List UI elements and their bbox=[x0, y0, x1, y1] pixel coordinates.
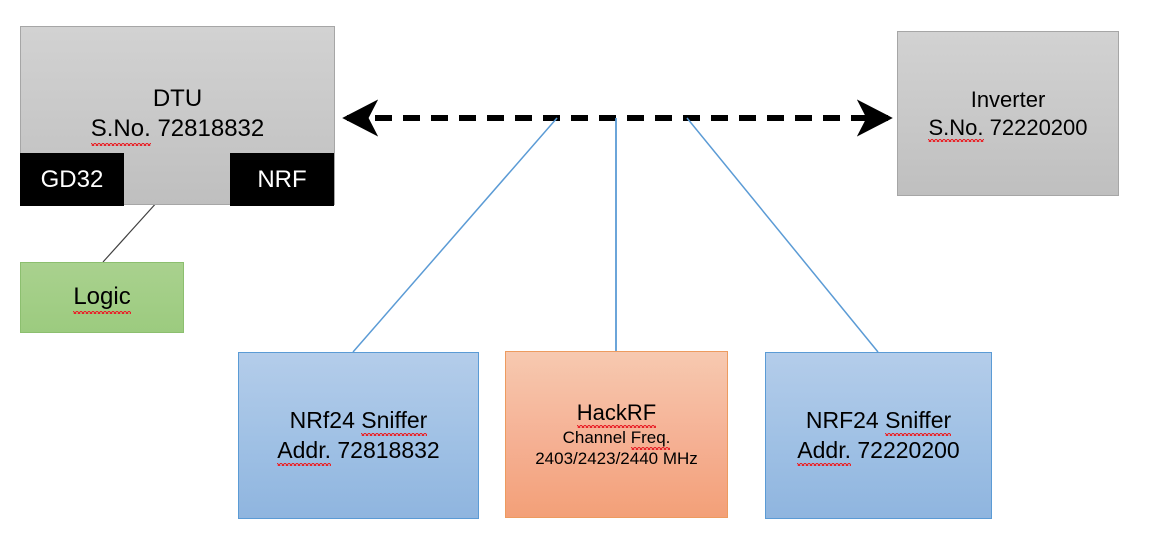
dtu-title: DTU bbox=[152, 85, 203, 112]
dtu-serial-label: S.No. bbox=[90, 115, 151, 146]
hackrf-channel-word: Freq. bbox=[630, 427, 671, 451]
sniffer-left-addr-value: 72818832 bbox=[330, 437, 440, 463]
sniffer-right-addr: Addr. 72220200 bbox=[797, 437, 960, 467]
hackrf-channel-prefix: Channel bbox=[562, 427, 631, 447]
tap-line-sniffer-right bbox=[686, 117, 879, 353]
sniffer-left-title-word: Sniffer bbox=[361, 406, 428, 437]
sniffer-left-addr: Addr. 72818832 bbox=[277, 437, 440, 467]
sniffer-right-addr-label: Addr. bbox=[797, 437, 851, 467]
logic-label: Logic bbox=[73, 283, 132, 314]
sniffer-left-title: NRf24 Sniffer bbox=[289, 406, 428, 437]
sniffer-right-title-word: Sniffer bbox=[885, 406, 952, 437]
sniffer-right-addr-value: 72220200 bbox=[850, 437, 960, 463]
sniffer-left-title-prefix: NRf24 bbox=[289, 406, 362, 433]
sniffer-right-title-prefix: NRF24 bbox=[805, 406, 886, 433]
nrf24-sniffer-left-box[interactable]: NRf24 Sniffer Addr. 72818832 bbox=[238, 352, 479, 519]
inverter-serial-value: 72220200 bbox=[983, 114, 1088, 140]
inverter-title: Inverter bbox=[970, 86, 1046, 112]
nrf24-sniffer-right-box[interactable]: NRF24 Sniffer Addr. 72220200 bbox=[765, 352, 992, 519]
hackrf-title-word: HackRF bbox=[576, 399, 657, 428]
hackrf-title: HackRF bbox=[576, 399, 657, 428]
dtu-serial: S.No. 72818832 bbox=[90, 115, 265, 146]
sniffer-right-title: NRF24 Sniffer bbox=[805, 406, 952, 437]
logic-analyzer-box[interactable]: Logic bbox=[20, 262, 184, 333]
nrf-chip-box[interactable]: NRF bbox=[230, 153, 334, 206]
inverter-serial: S.No. 72220200 bbox=[928, 114, 1088, 143]
nrf-label: NRF bbox=[257, 165, 307, 193]
hackrf-channel-label: Channel Freq. bbox=[562, 427, 671, 451]
inverter-box[interactable]: Inverter S.No. 72220200 bbox=[897, 31, 1119, 196]
gd32-chip-box[interactable]: GD32 bbox=[20, 153, 124, 206]
tap-line-sniffer-left bbox=[352, 117, 558, 353]
inverter-serial-label: S.No. bbox=[928, 114, 984, 143]
hackrf-frequencies: 2403/2423/2440 MHz bbox=[535, 448, 698, 468]
dtu-serial-value: 72818832 bbox=[150, 115, 265, 143]
gd32-label: GD32 bbox=[40, 165, 104, 193]
sniffer-left-addr-label: Addr. bbox=[277, 437, 331, 467]
hackrf-box[interactable]: HackRF Channel Freq. 2403/2423/2440 MHz bbox=[505, 351, 728, 518]
